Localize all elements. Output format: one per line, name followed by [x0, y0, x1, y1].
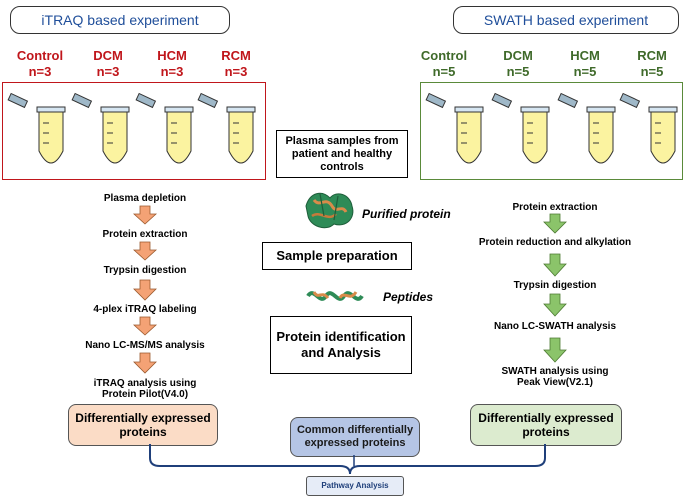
group-name: Control [16, 48, 64, 63]
group-n: n=5 [573, 64, 597, 79]
plasma-samples-box: Plasma samples from patient and healthy … [276, 130, 408, 178]
down-arrow-icon [133, 279, 157, 301]
down-arrow-icon [543, 253, 567, 277]
itraq-step-1: Plasma depletion [103, 193, 187, 204]
itraq-step-6a: iTRAQ analysis using [93, 378, 197, 389]
tube-icon [71, 92, 130, 164]
down-arrow-icon [133, 352, 157, 374]
swath-group-rcm: RCM n=5 [626, 48, 678, 80]
itraq-tube-panel [2, 82, 266, 180]
group-name: DCM [93, 48, 123, 63]
plasma-samples-label: Plasma samples from patient and healthy … [285, 134, 399, 173]
itraq-tubes-illustration [7, 92, 256, 164]
itraq-group-rcm: RCM n=3 [210, 48, 262, 80]
peptides-icon [306, 291, 364, 301]
itraq-group-hcm: HCM n=3 [146, 48, 198, 80]
group-name: RCM [221, 48, 251, 63]
down-arrow-icon [543, 337, 567, 363]
swath-step-3: Trypsin digestion [513, 280, 597, 291]
tube-icon [7, 92, 66, 164]
swath-step-5b: Peak View(V2.1) [517, 377, 593, 388]
itraq-result-box: Differentially expressed proteins [68, 404, 218, 446]
tube-icon [619, 92, 678, 164]
group-name: HCM [157, 48, 187, 63]
swath-tube-panel [420, 82, 683, 180]
itraq-step-3: Trypsin digestion [103, 265, 187, 276]
itraq-result: Differentially expressed proteins [75, 411, 211, 439]
tube-icon [197, 92, 256, 164]
swath-step-2: Protein reduction and alkylation [478, 237, 632, 248]
swath-group-control: Control n=5 [418, 48, 470, 80]
tube-icon [491, 92, 550, 164]
tube-icon [135, 92, 194, 164]
itraq-step-4: 4-plex iTRAQ labeling [93, 304, 197, 315]
swath-step-4: Nano LC-SWATH analysis [493, 321, 617, 332]
pathway-analysis-label: Pathway Analysis [321, 481, 389, 490]
group-n: n=3 [96, 64, 120, 79]
sample-preparation-box: Sample preparation [262, 242, 412, 270]
swath-tubes-illustration [425, 92, 678, 164]
purified-protein-label: Purified protein [362, 207, 451, 221]
group-n: n=5 [432, 64, 456, 79]
purified-protein-icon [305, 192, 354, 229]
swath-result: Differentially expressed proteins [478, 411, 614, 439]
common-proteins-box: Common differentially expressed proteins [290, 417, 420, 457]
swath-title: SWATH based experiment [483, 12, 649, 28]
swath-step-5a: SWATH analysis using [501, 366, 609, 377]
group-n: n=5 [640, 64, 664, 79]
group-n: n=3 [160, 64, 184, 79]
swath-group-dcm: DCM n=5 [492, 48, 544, 80]
common-proteins-label: Common differentially expressed proteins [296, 424, 414, 449]
itraq-title: iTRAQ based experiment [41, 12, 199, 28]
itraq-title-box: iTRAQ based experiment [10, 6, 230, 34]
swath-title-box: SWATH based experiment [453, 6, 679, 34]
group-name: Control [420, 48, 468, 63]
down-arrow-icon [543, 213, 567, 234]
itraq-step-2: Protein extraction [102, 229, 188, 240]
group-name: RCM [637, 48, 667, 63]
itraq-step-6b: Protein Pilot(V4.0) [101, 389, 189, 400]
protein-identification-box: Protein identification and Analysis [270, 316, 412, 374]
itraq-group-control: Control n=3 [14, 48, 66, 80]
down-arrow-icon [132, 241, 158, 261]
peptides-label: Peptides [383, 290, 434, 304]
group-n: n=5 [506, 64, 530, 79]
swath-step-1: Protein extraction [512, 202, 598, 213]
down-arrow-icon [132, 316, 158, 336]
itraq-group-dcm: DCM n=3 [82, 48, 134, 80]
tube-icon [557, 92, 616, 164]
sample-preparation-label: Sample preparation [276, 248, 398, 263]
group-n: n=3 [28, 64, 52, 79]
tube-icon [425, 92, 484, 164]
group-name: DCM [503, 48, 533, 63]
down-arrow-icon [543, 293, 567, 317]
group-n: n=3 [224, 64, 248, 79]
protein-identification-label: Protein identification and Analysis [276, 329, 406, 360]
pathway-analysis-box: Pathway Analysis [306, 476, 404, 496]
group-name: HCM [570, 48, 600, 63]
itraq-step-5: Nano LC-MS/MS analysis [85, 340, 205, 351]
down-arrow-icon [132, 205, 158, 225]
swath-group-hcm: HCM n=5 [559, 48, 611, 80]
